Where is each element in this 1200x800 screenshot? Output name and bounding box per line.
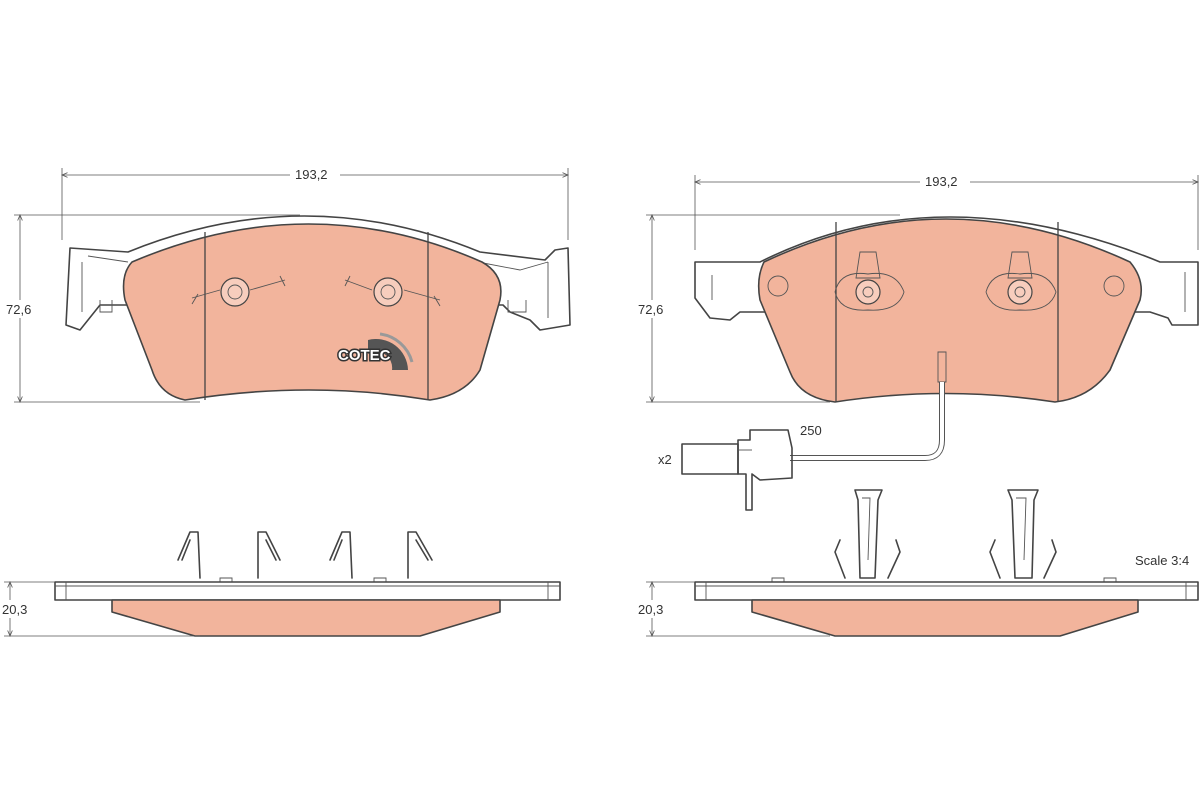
cotec-logo: COTEC bbox=[337, 332, 414, 370]
right-width-dimension: 193,2 bbox=[925, 174, 958, 189]
sensor-connector bbox=[737, 429, 793, 511]
sensor-length-label: 250 bbox=[800, 423, 822, 438]
left-spring-clips bbox=[177, 531, 433, 582]
right-side-backing-plate bbox=[694, 581, 1199, 601]
left-width-dimension: 193,2 bbox=[295, 167, 328, 182]
left-side-friction-material bbox=[111, 599, 501, 637]
sensor-count-label: x2 bbox=[658, 452, 672, 467]
right-height-dimension: 72,6 bbox=[638, 302, 663, 317]
cotec-logo-text: COTEC bbox=[338, 347, 391, 364]
right-spring-clips bbox=[771, 489, 1117, 582]
left-side-backing-plate bbox=[54, 581, 561, 601]
left-height-dimension: 72,6 bbox=[6, 302, 31, 317]
wear-sensor: 250 x2 bbox=[658, 351, 947, 511]
right-pad-hole-left bbox=[767, 275, 789, 297]
right-clip-hole-2 bbox=[985, 251, 1057, 311]
scale-label: Scale 3:4 bbox=[1135, 553, 1189, 568]
left-clip-hole-1 bbox=[191, 275, 286, 307]
left-clip-hole-2 bbox=[344, 275, 441, 307]
left-thickness-dimension: 20,3 bbox=[2, 602, 27, 617]
right-clip-hole-1 bbox=[834, 251, 905, 311]
sensor-plug bbox=[681, 443, 739, 475]
right-thickness-dimension: 20,3 bbox=[638, 602, 663, 617]
right-side-friction-material bbox=[751, 599, 1139, 637]
right-pad-side-view: 20,3 bbox=[636, 489, 1199, 637]
right-pad-front-view: 250 x2 193,2 72,6 bbox=[636, 172, 1198, 511]
right-friction-material bbox=[757, 218, 1143, 403]
left-friction-material bbox=[122, 223, 502, 401]
left-pad-side-view: 20,3 bbox=[0, 531, 561, 637]
left-pad-front-view: COTEC 193,2 72,6 bbox=[6, 165, 571, 402]
right-pad-hole-right bbox=[1103, 275, 1125, 297]
